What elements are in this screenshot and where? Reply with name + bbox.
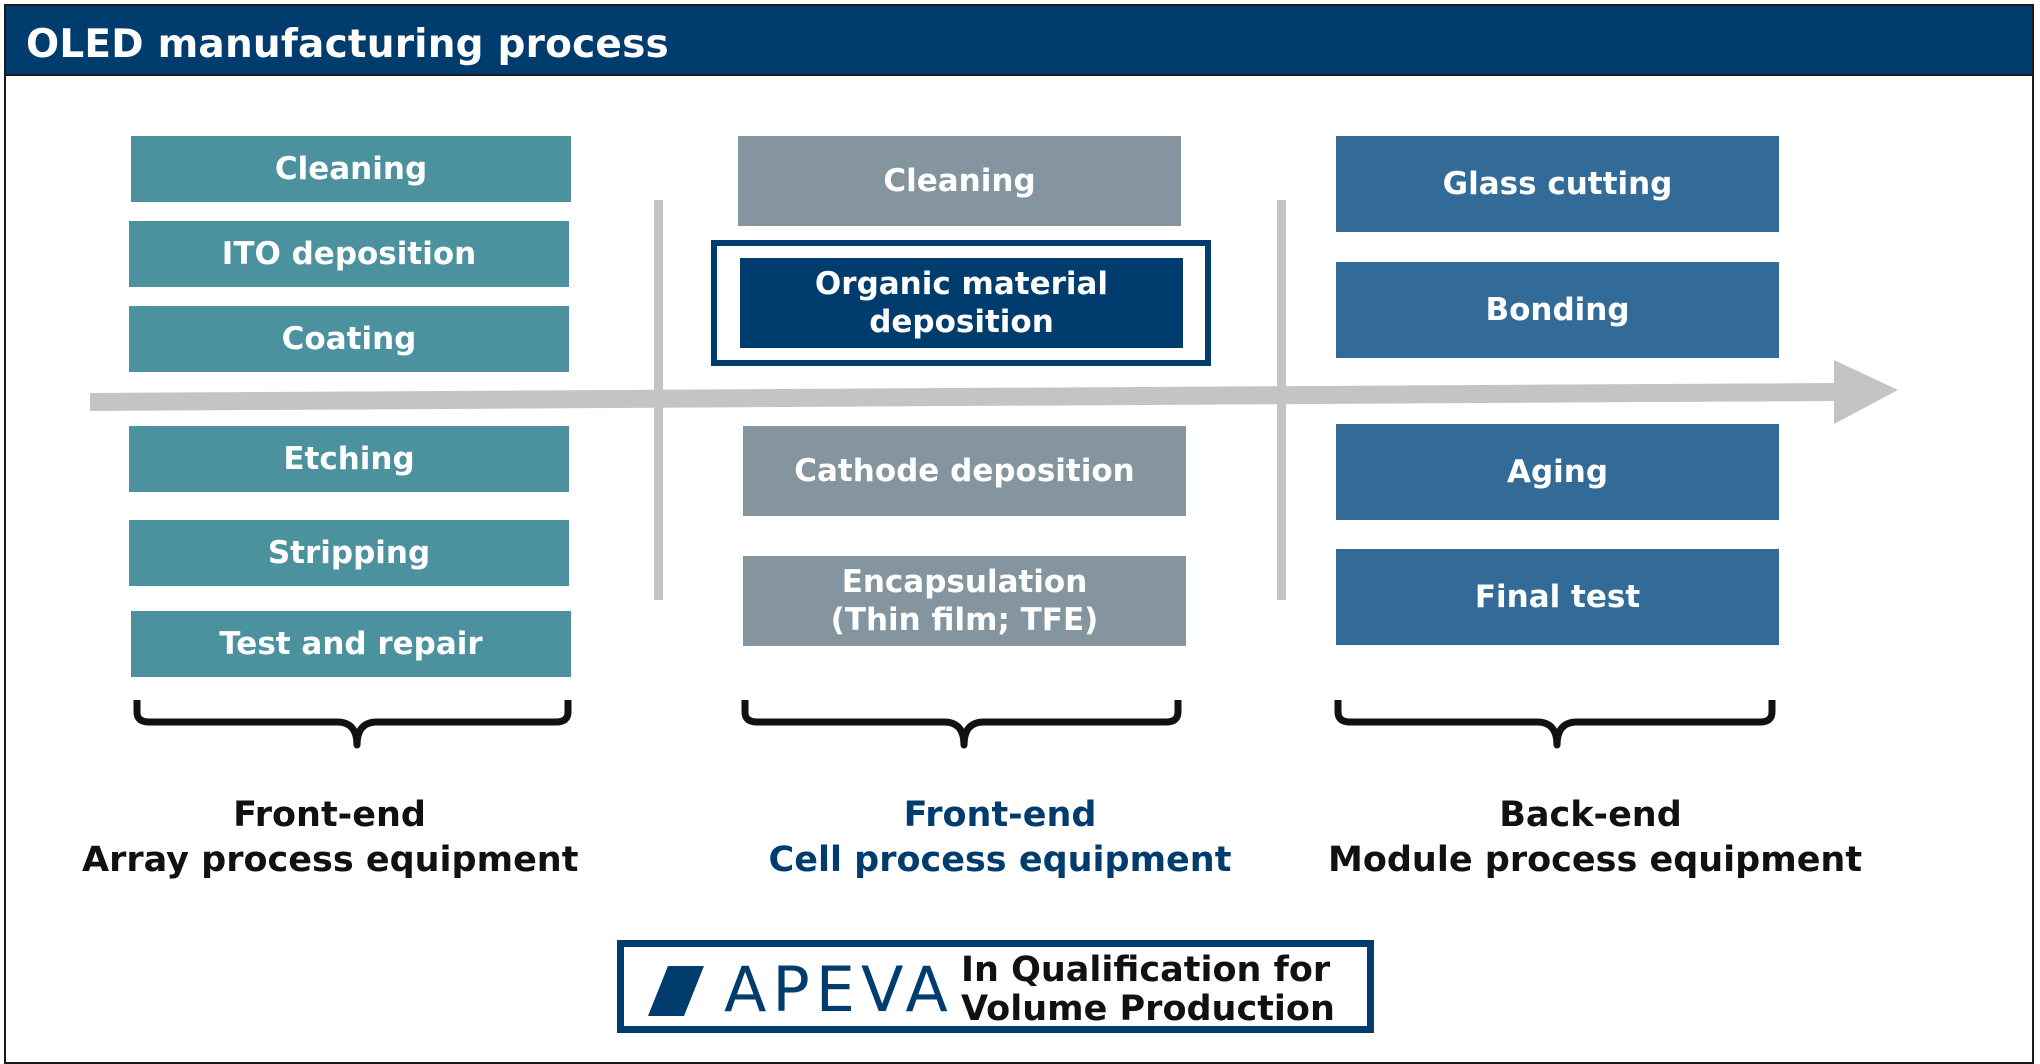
module-label-line1: Back-end xyxy=(1499,795,1682,835)
brace-array xyxy=(133,700,572,749)
array-step-stripping: Stripping xyxy=(129,520,569,586)
cell-label-line2: Cell process equipment xyxy=(768,840,1232,880)
apeva-qualification-text: In Qualification for Volume Production xyxy=(961,951,1335,1029)
cell-step-organic-material-deposition: Organic material deposition xyxy=(740,258,1183,348)
module-step-bonding: Bonding xyxy=(1336,262,1779,358)
array-step-coating: Coating xyxy=(129,306,569,372)
module-label-line2: Module process equipment xyxy=(1328,840,1863,880)
timeline-arrow xyxy=(90,360,1898,424)
cell-step-label: Organic material deposition xyxy=(814,266,1109,340)
array-step-label: Stripping xyxy=(267,535,431,571)
cell-step-label: Encapsulation (Thin film; TFE) xyxy=(830,564,1099,638)
divider-left xyxy=(654,200,663,600)
array-label-line1: Front-end xyxy=(233,795,426,835)
apeva-line2: Volume Production xyxy=(961,989,1335,1029)
apeva-wordmark: APEVA xyxy=(724,953,954,1026)
brace-cell xyxy=(741,700,1182,749)
cell-step-label: Cleaning xyxy=(883,163,1036,199)
divider-right xyxy=(1277,200,1286,600)
module-step-label: Glass cutting xyxy=(1442,166,1673,202)
array-step-label: ITO deposition xyxy=(221,236,477,272)
cell-label-line1: Front-end xyxy=(903,795,1097,835)
module-step-label: Aging xyxy=(1506,454,1609,490)
brace-module xyxy=(1334,700,1776,749)
module-step-aging: Aging xyxy=(1336,424,1779,520)
page-title: OLED manufacturing process xyxy=(26,22,669,67)
cell-step-label: Cathode deposition xyxy=(794,453,1135,489)
module-step-label: Bonding xyxy=(1485,292,1630,328)
array-step-etching: Etching xyxy=(129,426,569,492)
array-step-label: Cleaning xyxy=(274,151,428,187)
module-step-label: Final test xyxy=(1474,579,1641,615)
apeva-badge: APEVA In Qualification for Volume Produc… xyxy=(617,940,1374,1033)
cell-group-label: Front-end Cell process equipment xyxy=(760,793,1240,883)
array-label-line2: Array process equipment xyxy=(82,840,579,880)
array-step-label: Test and repair xyxy=(219,626,483,662)
array-step-test-and-repair: Test and repair xyxy=(131,611,571,677)
apeva-logo-slash-icon xyxy=(648,966,704,1016)
array-step-cleaning: Cleaning xyxy=(131,136,571,202)
array-step-label: Coating xyxy=(281,321,417,357)
module-group-label: Back-end Module process equipment xyxy=(1328,793,1863,883)
cell-step-encapsulation: Encapsulation (Thin film; TFE) xyxy=(743,556,1186,646)
array-step-ito-deposition: ITO deposition xyxy=(129,221,569,287)
cell-step-cathode-deposition: Cathode deposition xyxy=(743,426,1186,516)
module-step-final-test: Final test xyxy=(1336,549,1779,645)
apeva-line1: In Qualification for xyxy=(961,950,1331,990)
array-step-label: Etching xyxy=(283,441,415,477)
array-group-label: Front-end Array process equipment xyxy=(82,793,579,883)
cell-step-cleaning: Cleaning xyxy=(738,136,1181,226)
module-step-glass-cutting: Glass cutting xyxy=(1336,136,1779,232)
title-bar: OLED manufacturing process xyxy=(4,4,2034,76)
